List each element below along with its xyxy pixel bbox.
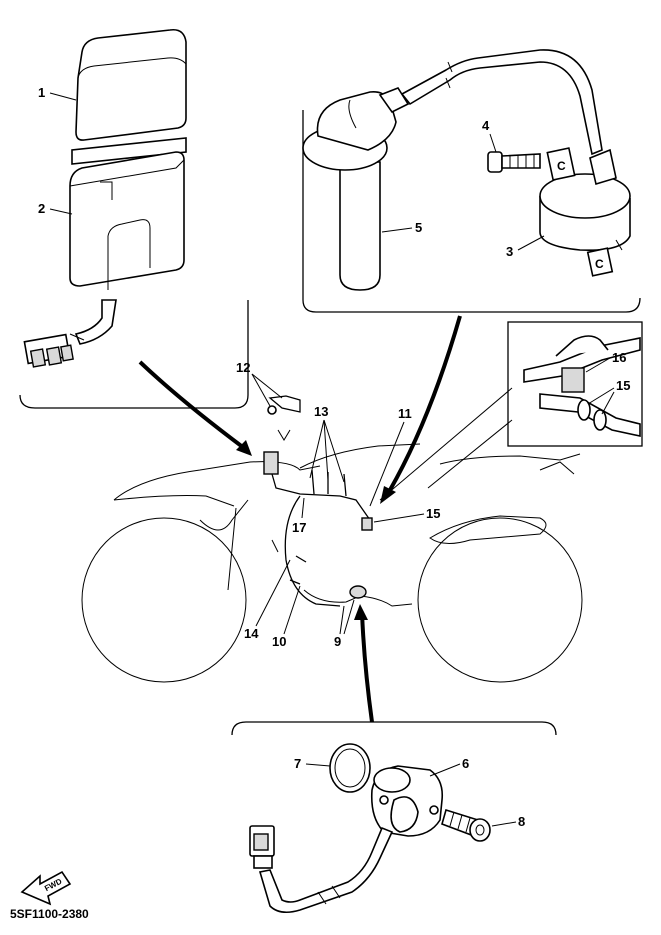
fwd-arrow-icon: FWD (20, 870, 72, 906)
callout-8: 8 (518, 814, 525, 829)
o-ring-part[interactable] (329, 743, 371, 793)
pointer-pickup (360, 611, 374, 723)
cdi-unit-part[interactable] (71, 28, 187, 165)
cdi-wire-lead (69, 299, 117, 345)
callout-1: 1 (38, 85, 45, 100)
arrowhead-coil (380, 486, 396, 504)
callout-4: 4 (482, 118, 490, 133)
callout-17: 17 (292, 520, 306, 535)
callout-15-bike: 15 (426, 506, 440, 521)
arrowhead-cdi (236, 440, 252, 456)
callout-12: 12 (236, 360, 250, 375)
pickup-bolt-part[interactable] (441, 808, 491, 842)
high-tension-cable (400, 49, 603, 156)
callout-11: 11 (398, 406, 412, 421)
coil-mark-lower: C (595, 257, 604, 271)
callout-14: 14 (244, 626, 259, 641)
callout-3: 3 (506, 244, 513, 259)
motorcycle-outline (81, 443, 583, 683)
callout-7: 7 (294, 756, 301, 771)
coil-bolt-part[interactable] (487, 151, 541, 173)
group-bracket-coil (302, 110, 641, 313)
callout-16: 16 (612, 350, 626, 365)
pickup-wire (249, 825, 394, 914)
callout-9: 9 (334, 634, 341, 649)
cdi-connector (23, 333, 74, 368)
arrowhead-pickup (354, 604, 368, 620)
callout-6: 6 (462, 756, 469, 771)
harness-clamp-inset (507, 321, 643, 447)
diagram-code: 5SF1100-2380 (10, 907, 89, 921)
ignition-coil-part[interactable] (539, 147, 631, 277)
callout-13: 13 (314, 404, 328, 419)
callout-5: 5 (415, 220, 422, 235)
pointer-coil (388, 315, 462, 491)
pointer-cdi (138, 360, 246, 450)
spark-plug-cap-part[interactable] (302, 87, 410, 291)
wire-harness (263, 395, 373, 607)
callout-10: 10 (272, 634, 286, 649)
coil-mark-upper: C (557, 159, 566, 173)
group-bracket-pickup (231, 721, 557, 736)
callout-2: 2 (38, 201, 45, 216)
group-bracket-cdi (19, 300, 249, 409)
pickup-coil-part[interactable] (370, 765, 444, 837)
cdi-bracket-part[interactable] (69, 151, 185, 290)
callout-15-inset: 15 (616, 378, 630, 393)
